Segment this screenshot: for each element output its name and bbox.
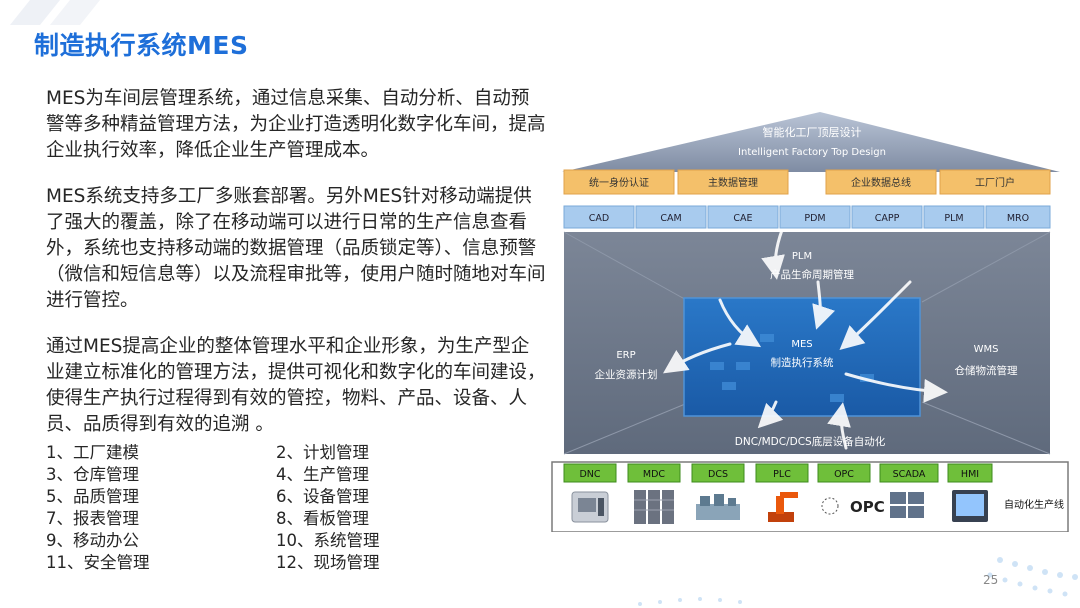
top-bar-row: 统一身份认证 主数据管理 企业数据总线 工厂门户 (564, 170, 1050, 194)
feature-item: 1、工厂建模 (46, 442, 276, 463)
production-line-label: 自动化生产线 (1004, 498, 1064, 511)
feature-item: 12、现场管理 (276, 552, 406, 573)
system-plm: PLM (944, 213, 963, 224)
wms-sub-label: 仓储物流管理 (955, 364, 1018, 377)
device-dcs: DCS (708, 469, 728, 480)
paragraph-benefits: 通过MES提高企业的整体管理水平和企业形象，为生产型企业建立标准化的管理方法，提… (46, 334, 546, 438)
feature-item: 8、看板管理 (276, 508, 406, 529)
feature-item: 7、报表管理 (46, 508, 276, 529)
device-mdc: MDC (643, 469, 666, 480)
mes-label: MES (791, 339, 812, 350)
mes-architecture-diagram: 智能化工厂顶层设计 Intelligent Factory Top Design… (550, 112, 1070, 532)
feature-item: 5、品质管理 (46, 486, 276, 507)
system-mro: MRO (1007, 213, 1029, 224)
systems-row: CAD CAM CAE PDM CAPP PLM MRO (564, 206, 1050, 228)
feature-item: 10、系统管理 (276, 530, 406, 551)
cnc-machine-icon (572, 492, 608, 522)
erp-sub-label: 企业资源计划 (595, 368, 658, 381)
plm-sub-label: 产品生命周期管理 (770, 268, 854, 281)
device-row: DNC MDC DCS PLC OPC SCADA HMI (564, 464, 992, 482)
top-bar-portal: 工厂门户 (975, 176, 1015, 189)
page-title: 制造执行系统MES (34, 26, 248, 62)
system-cae: CAE (733, 213, 752, 224)
dot-wave-decoration (560, 520, 1080, 608)
paragraph-intro: MES为车间层管理系统，通过信息采集、自动分析、自动预警等多种精益管理方法，为企… (46, 86, 546, 164)
roof-title-cn: 智能化工厂顶层设计 (763, 125, 862, 139)
server-rack-icon (634, 490, 674, 524)
system-pdm: PDM (804, 213, 825, 224)
device-plc: PLC (773, 469, 791, 480)
device-hmi: HMI (961, 469, 979, 480)
paragraph-mobile: MES系统支持多工厂多账套部署。另外MES针对移动端提供了强大的覆盖，除了在移动… (46, 184, 546, 314)
feature-item: 6、设备管理 (276, 486, 406, 507)
page-number: 25 (983, 573, 998, 587)
feature-item: 3、仓库管理 (46, 464, 276, 485)
description-text: MES为车间层管理系统，通过信息采集、自动分析、自动预警等多种精益管理方法，为企… (46, 86, 546, 458)
feature-item: 9、移动办公 (46, 530, 276, 551)
feature-item: 4、生产管理 (276, 464, 406, 485)
top-bar-data-bus: 企业数据总线 (851, 176, 911, 189)
erp-label: ERP (616, 350, 635, 361)
device-scada: SCADA (893, 469, 926, 480)
top-bar-identity: 统一身份认证 (589, 176, 649, 189)
device-dnc: DNC (579, 469, 600, 480)
system-cad: CAD (589, 213, 609, 224)
feature-list: 1、工厂建模 2、计划管理 3、仓库管理 4、生产管理 5、品质管理 6、设备管… (46, 442, 406, 573)
device-opc: OPC (834, 469, 854, 480)
wms-label: WMS (974, 344, 999, 355)
roof-shape (562, 112, 1060, 172)
bottom-layer-label: DNC/MDC/DCS底层设备自动化 (735, 435, 886, 448)
system-capp: CAPP (875, 213, 900, 224)
plm-label: PLM (792, 251, 812, 262)
system-cam: CAM (660, 213, 681, 224)
top-bar-master-data: 主数据管理 (708, 176, 758, 189)
feature-item: 2、计划管理 (276, 442, 406, 463)
mes-sub-label: 制造执行系统 (771, 356, 834, 369)
roof-title-en: Intelligent Factory Top Design (738, 147, 886, 158)
feature-item: 11、安全管理 (46, 552, 276, 573)
opc-logo-text: OPC (850, 498, 885, 516)
hmi-panel-icon (952, 490, 988, 522)
